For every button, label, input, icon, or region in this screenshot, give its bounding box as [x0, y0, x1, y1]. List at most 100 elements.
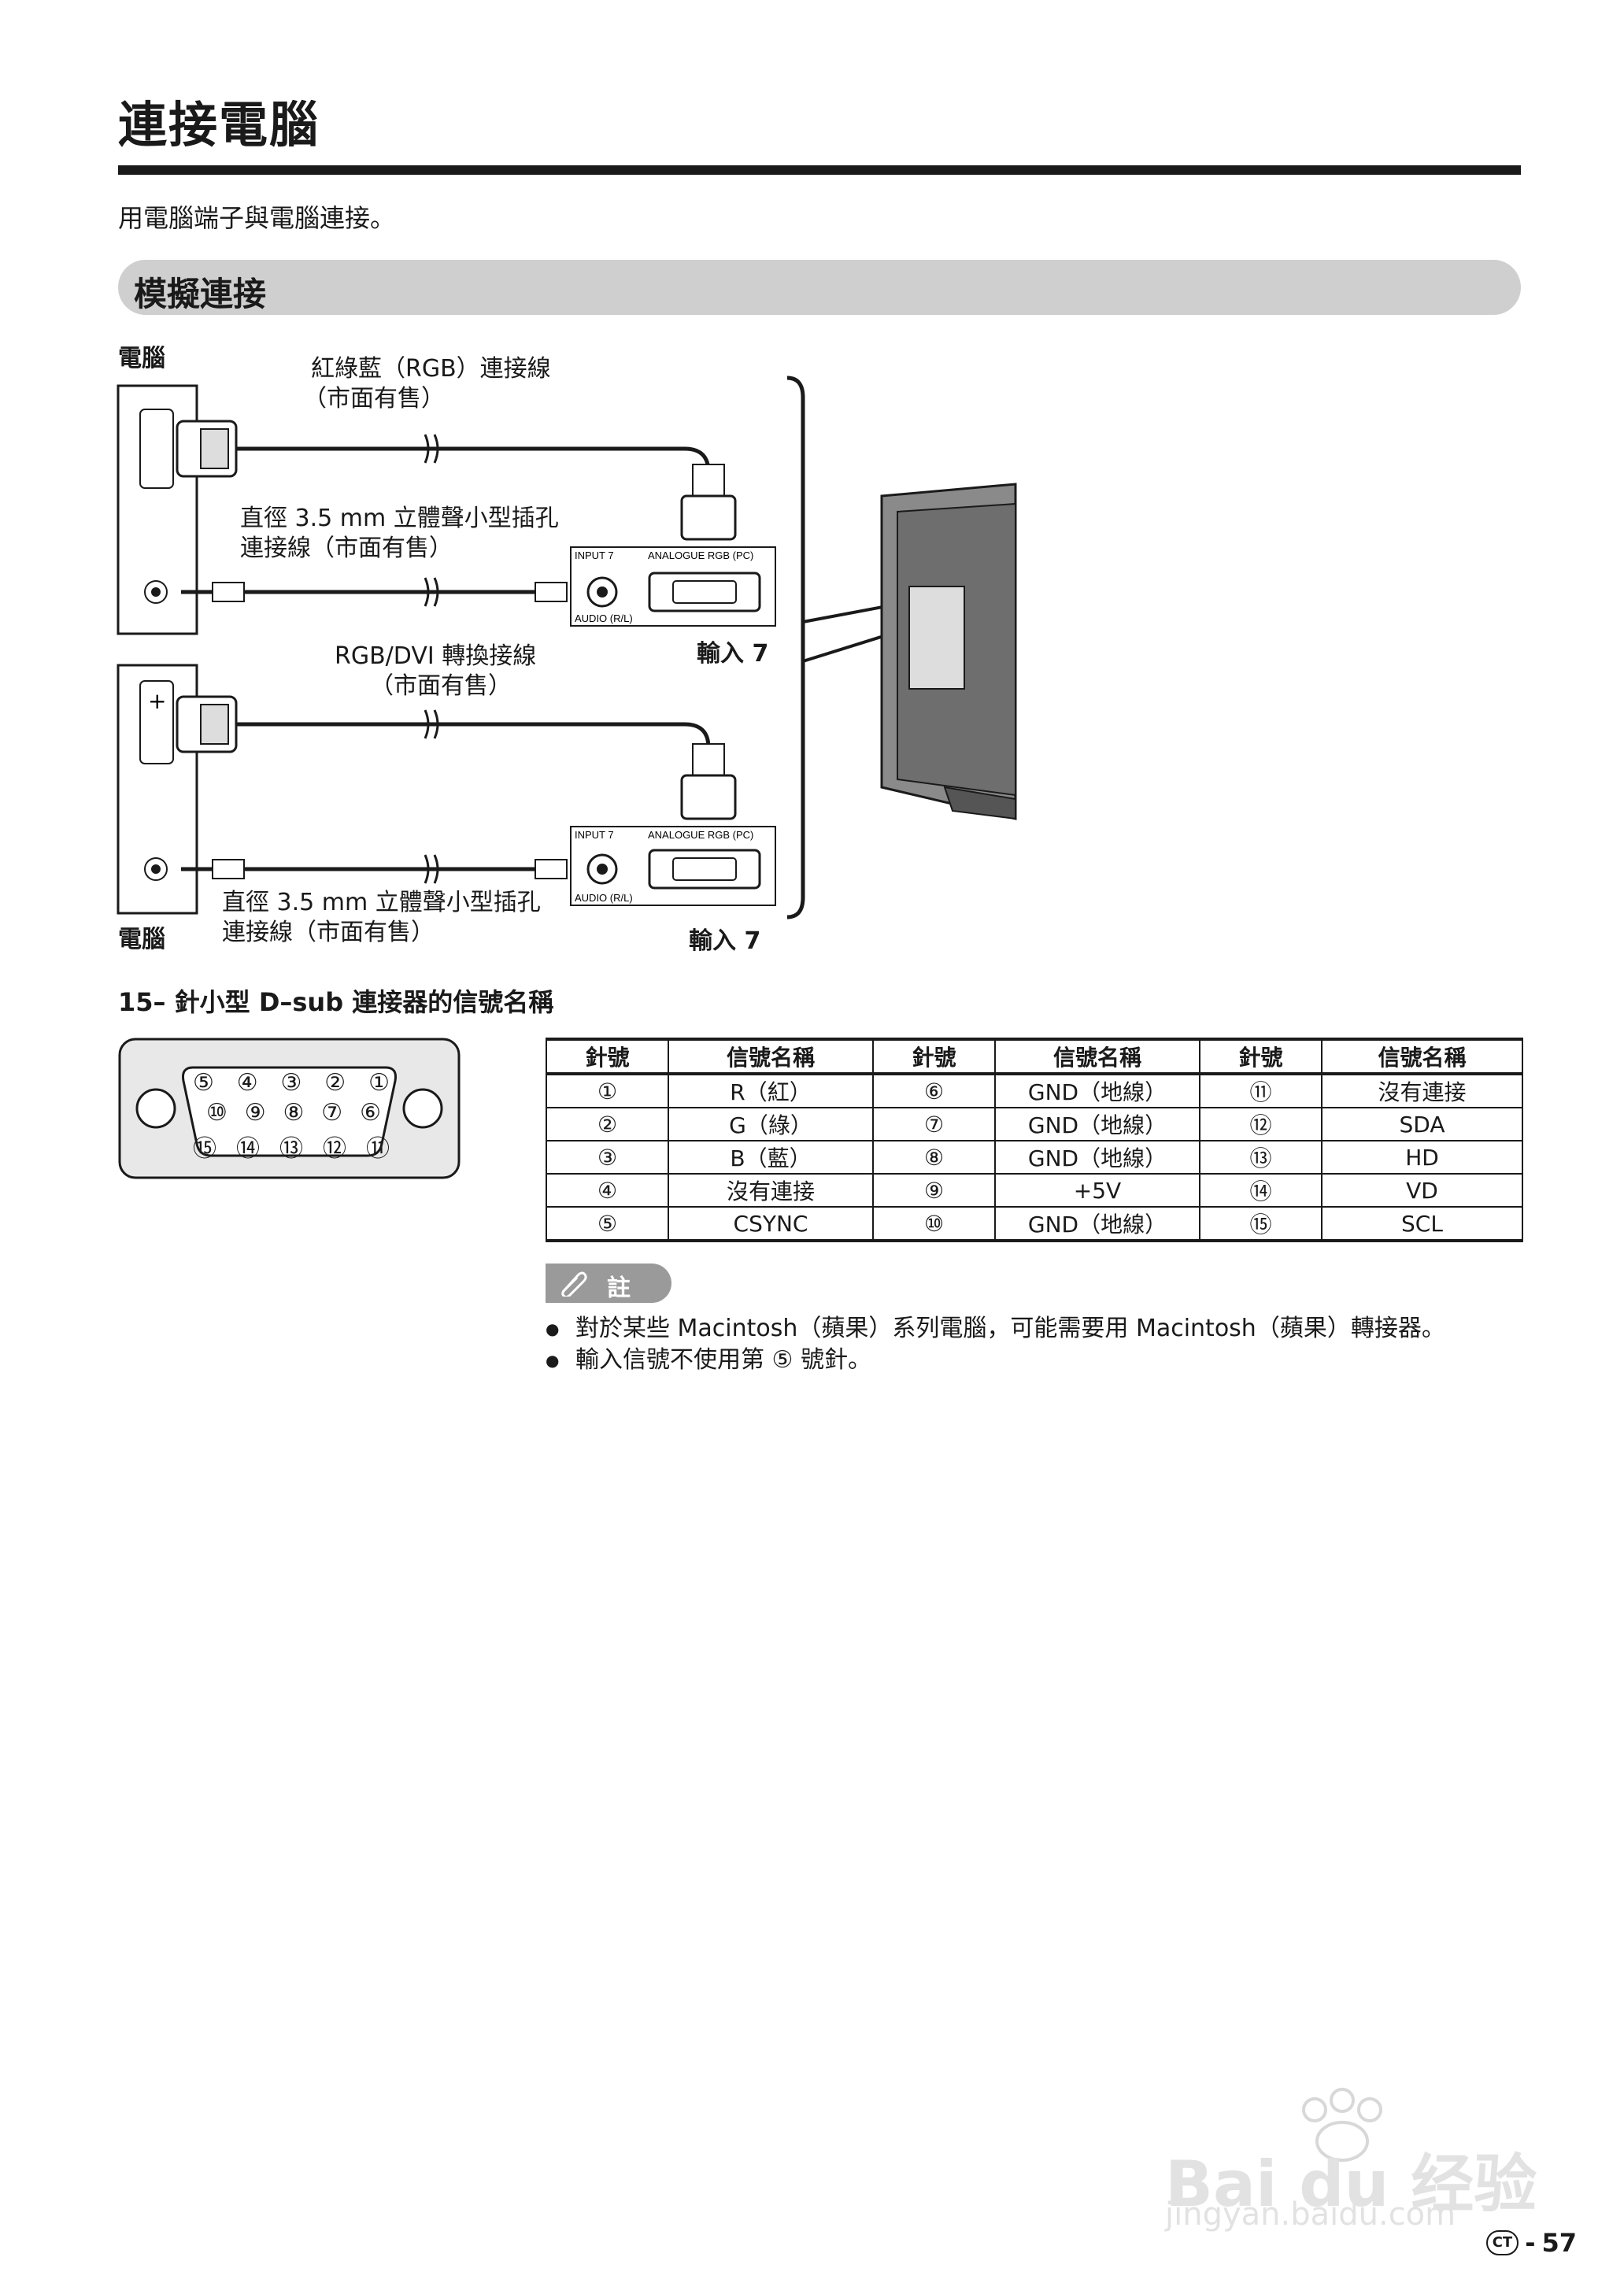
- pin-label: ⑮: [193, 1135, 216, 1163]
- audio-cable-bottom-line1: 直徑 3.5 mm 立體聲小型插孔: [222, 889, 541, 916]
- table-cell: HD: [1321, 1140, 1523, 1175]
- table-cell: ⑬: [1199, 1140, 1323, 1175]
- table-cell: ⑥: [872, 1073, 996, 1108]
- notes-list: 對於某些 Macintosh（蘋果）系列電腦，可能需要用 Macintosh（蘋…: [546, 1313, 1445, 1376]
- section-banner: 模擬連接: [118, 260, 1521, 315]
- intro-text: 用電腦端子與電腦連接。: [118, 203, 396, 233]
- pin-label: ⑥: [360, 1099, 381, 1127]
- panel-audio-text: AUDIO (R/L): [575, 612, 633, 624]
- table-cell: SDA: [1321, 1107, 1523, 1141]
- svg-text:ANALOGUE RGB (PC): ANALOGUE RGB (PC): [648, 829, 753, 841]
- rgb-cable-label-line2: （市面有售）: [303, 385, 445, 413]
- table-cell: 沒有連接: [1321, 1073, 1523, 1108]
- table-row: ③ B（藍） ⑧ GND（地線） ⑬ HD: [546, 1140, 1523, 1175]
- watermark-url: jingyan.baidu.com: [1165, 2196, 1456, 2233]
- pc-label-bottom: 電腦: [118, 926, 165, 953]
- table-cell: ④: [546, 1173, 669, 1208]
- note-tag: 註: [546, 1264, 671, 1303]
- pin-label: ⑫: [323, 1135, 346, 1163]
- table-header: 針號: [546, 1038, 669, 1075]
- table-cell: CSYNC: [668, 1206, 874, 1242]
- pin-label: ⑦: [321, 1099, 343, 1127]
- table-cell: VD: [1321, 1173, 1523, 1208]
- svg-text:INPUT 7: INPUT 7: [575, 829, 614, 841]
- panel-input-text: INPUT 7: [575, 549, 614, 561]
- cable-break-icon: [424, 434, 439, 464]
- panel-analogue-text: ANALOGUE RGB (PC): [648, 549, 753, 561]
- svg-text:AUDIO (R/L): AUDIO (R/L): [575, 892, 633, 904]
- table-header: 針號: [872, 1038, 996, 1075]
- table-cell: ⑫: [1199, 1107, 1323, 1141]
- rgb-cable-label-line1: 紅綠藍（RGB）連接線: [311, 355, 551, 383]
- table-cell: ⑭: [1199, 1173, 1323, 1208]
- svg-text:+: +: [148, 688, 166, 714]
- table-cell: GND（地線）: [994, 1073, 1200, 1108]
- note-item: 對於某些 Macintosh（蘋果）系列電腦，可能需要用 Macintosh（蘋…: [546, 1313, 1445, 1345]
- pin-label: ⑪: [366, 1135, 390, 1163]
- table-cell: ⑦: [872, 1107, 996, 1141]
- table-cell: ①: [546, 1073, 669, 1108]
- table-row: ② G（綠） ⑦ GND（地線） ⑫ SDA: [546, 1107, 1523, 1141]
- rgb-plug-tv-icon: [680, 494, 737, 541]
- pin-label: ⑧: [283, 1099, 305, 1127]
- pin-label: ④: [236, 1069, 258, 1097]
- pin-label: ⑭: [236, 1135, 260, 1163]
- table-cell: 沒有連接: [668, 1173, 874, 1208]
- vga-port-icon: [139, 409, 174, 489]
- table-cell: R（紅）: [668, 1073, 874, 1108]
- note-item: 輸入信號不使用第 ⑤ 號針。: [546, 1345, 1445, 1376]
- table-cell: +5V: [994, 1173, 1200, 1208]
- table-row: ④ 沒有連接 ⑨ +5V ⑭ VD: [546, 1173, 1523, 1208]
- dsub-heading: 15– 針小型 D–sub 連接器的信號名稱: [118, 987, 554, 1017]
- pin-label: ⑨: [244, 1099, 266, 1127]
- pin-label: ⑬: [279, 1135, 303, 1163]
- table-cell: ⑩: [872, 1206, 996, 1242]
- table-cell: ③: [546, 1140, 669, 1175]
- input-label-bottom: 輸入 7: [689, 927, 761, 955]
- pin-label: ⑤: [193, 1069, 214, 1097]
- lang-badge: CT: [1485, 2230, 1519, 2255]
- tv-terminal-panel: [908, 586, 965, 690]
- table-cell: ⑤: [546, 1206, 669, 1242]
- section-title: 模擬連接: [134, 275, 267, 313]
- dvi-cable-label-line1: RGB/DVI 轉換接線: [335, 642, 537, 670]
- paw-logo-icon: [1302, 2088, 1382, 2162]
- paperclip-icon: [561, 1271, 587, 1297]
- table-cell: GND（地線）: [994, 1206, 1200, 1242]
- table-cell: SCL: [1321, 1206, 1523, 1242]
- table-cell: ⑧: [872, 1140, 996, 1175]
- bracket: [786, 376, 805, 919]
- table-header: 信號名稱: [1321, 1038, 1523, 1075]
- table-cell: G（綠）: [668, 1107, 874, 1141]
- page-number: 57: [1541, 2228, 1577, 2258]
- audio-cable-top-line2: 連接線（市面有售）: [240, 535, 453, 562]
- table-cell: ⑪: [1199, 1073, 1323, 1108]
- footer-separator: -: [1525, 2228, 1536, 2258]
- page-title: 連接電腦: [118, 96, 320, 154]
- pc-label-top: 電腦: [118, 345, 165, 372]
- table-row: ⑤ CSYNC ⑩ GND（地線） ⑮ SCL: [546, 1206, 1523, 1242]
- audio-cable-bottom-line2: 連接線（市面有售）: [222, 919, 435, 946]
- input-label-top: 輸入 7: [697, 640, 769, 668]
- dsub-connector: ⑤ ④ ③ ② ① ⑩ ⑨ ⑧ ⑦ ⑥ ⑮ ⑭ ⑬ ⑫ ⑪: [118, 1038, 461, 1179]
- dvi-port-icon: [139, 680, 174, 764]
- table-cell: ⑨: [872, 1173, 996, 1208]
- dvi-cable-label-line2: （市面有售）: [370, 672, 512, 700]
- pin-label: ②: [324, 1069, 346, 1097]
- table-cell: GND（地線）: [994, 1107, 1200, 1141]
- table-cell: ②: [546, 1107, 669, 1141]
- pin-table: 針號 信號名稱 針號 信號名稱 針號 信號名稱 ① R（紅） ⑥ GND（地線）…: [546, 1038, 1523, 1242]
- table-cell: B（藍）: [668, 1140, 874, 1175]
- pin-label: ⑩: [206, 1099, 228, 1127]
- table-header: 針號: [1199, 1038, 1323, 1075]
- title-rule: [118, 165, 1521, 175]
- table-header: 信號名稱: [668, 1038, 874, 1075]
- watermark: Bai du 经验 jingyan.baidu.com: [1165, 2078, 1559, 2233]
- pin-label: ①: [368, 1069, 390, 1097]
- connection-diagram: INPUT 7 ANALOGUE RGB (PC) AUDIO (R/L) + …: [117, 376, 1017, 919]
- table-row: ① R（紅） ⑥ GND（地線） ⑪ 沒有連接: [546, 1073, 1523, 1108]
- note-tag-label: 註: [607, 1275, 631, 1302]
- audio-cable-top-line1: 直徑 3.5 mm 立體聲小型插孔: [240, 505, 559, 532]
- table-header: 信號名稱: [994, 1038, 1200, 1075]
- table-header-row: 針號 信號名稱 針號 信號名稱 針號 信號名稱: [546, 1038, 1523, 1075]
